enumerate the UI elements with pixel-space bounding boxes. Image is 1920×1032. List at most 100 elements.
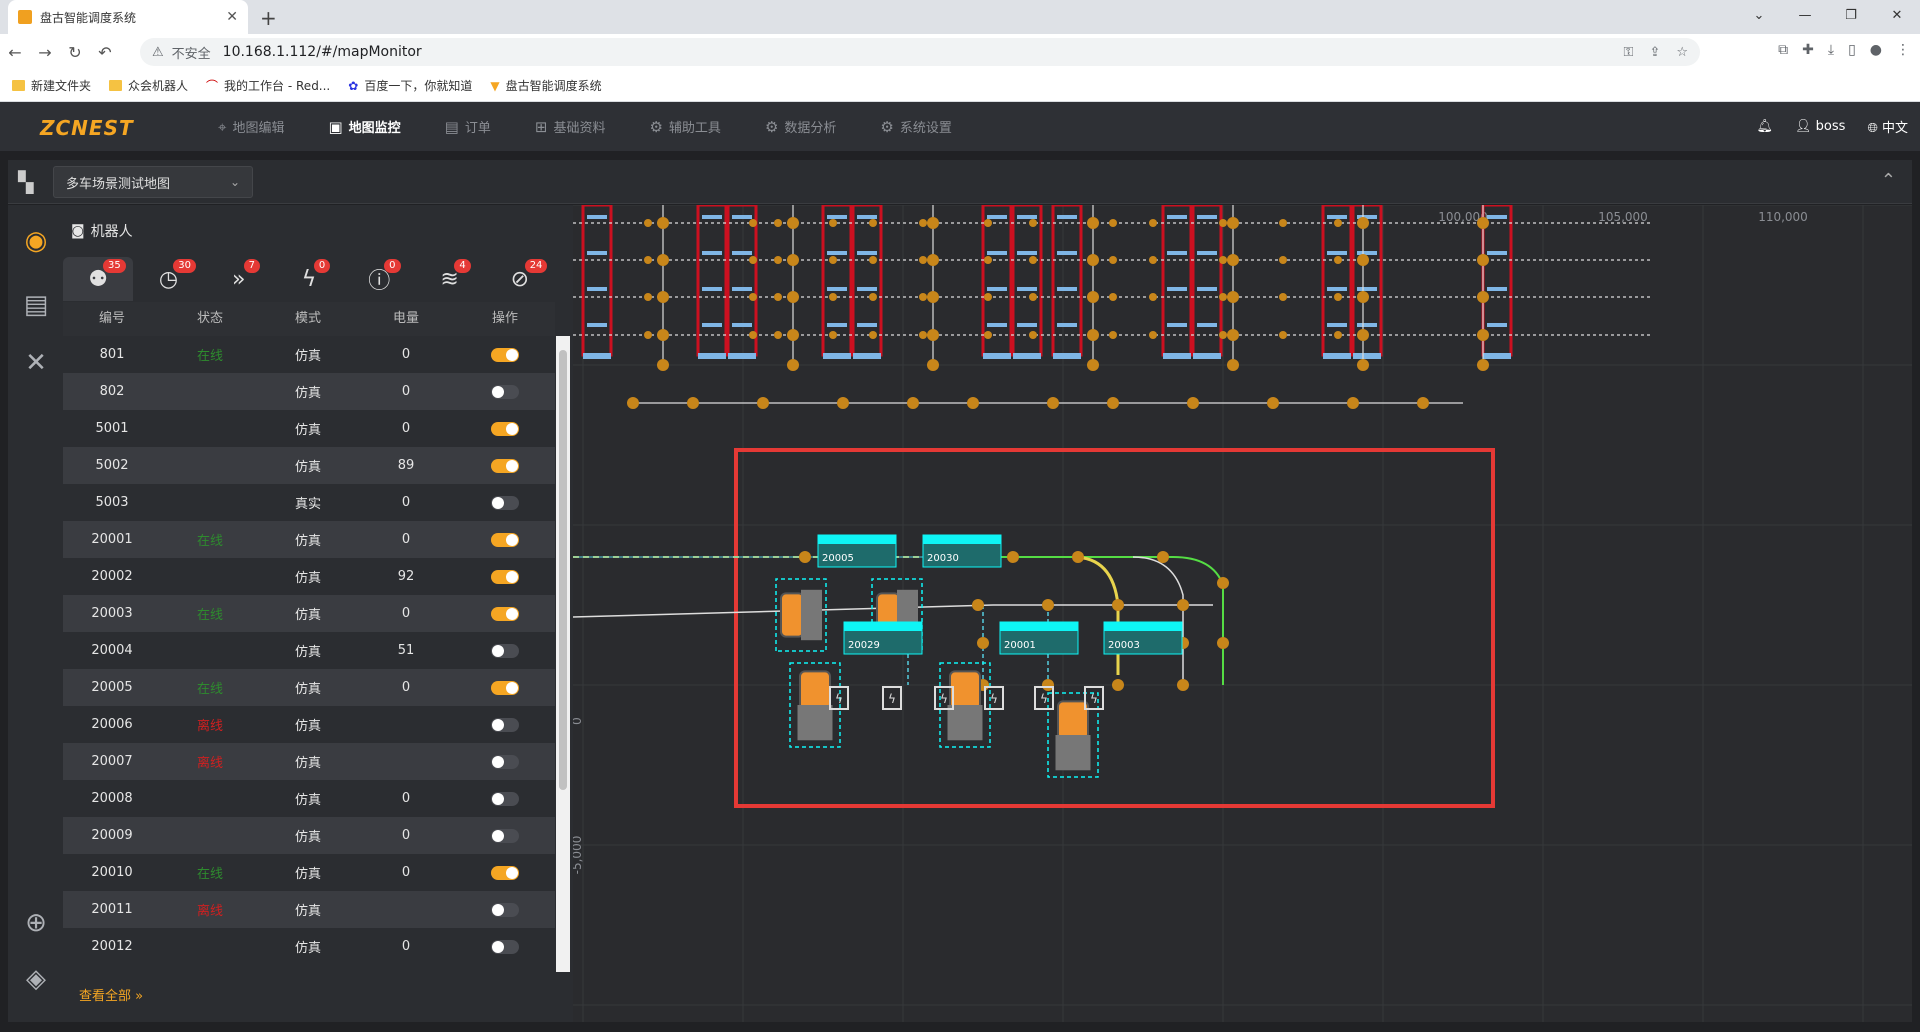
- nav-map-monitor[interactable]: ▣地图监控: [328, 117, 400, 137]
- bookmark-item[interactable]: ⌒我的工作台 - Red...: [206, 77, 330, 94]
- map-svg[interactable]: 100,000105,000110,0000-5,000ϟϟϟϟϟϟ200052…: [573, 205, 1912, 1022]
- enable-toggle[interactable]: [491, 347, 519, 362]
- path-node: [687, 397, 699, 409]
- browser-tab[interactable]: 盘古智能调度系统 ✕: [8, 0, 248, 34]
- view-all-link[interactable]: 查看全部 »: [79, 989, 144, 1004]
- enable-toggle[interactable]: [491, 569, 519, 584]
- enable-toggle[interactable]: [491, 717, 519, 732]
- map-select[interactable]: 多车场景测试地图 ⌄: [53, 166, 253, 198]
- nav-basic-data[interactable]: ⊞基础资料: [535, 117, 606, 137]
- filter-offline[interactable]: ≋4: [414, 257, 484, 301]
- enable-toggle[interactable]: [491, 532, 519, 547]
- nav-orders[interactable]: ▤订单: [445, 117, 491, 137]
- download-icon[interactable]: ⤓: [1827, 42, 1835, 58]
- agv-robot[interactable]: [775, 578, 827, 652]
- user-menu[interactable]: 👤︎ boss: [1795, 119, 1846, 134]
- enable-toggle[interactable]: [491, 458, 519, 473]
- locate-icon[interactable]: ⊕: [25, 908, 47, 938]
- minimize-button[interactable]: —: [1798, 7, 1812, 23]
- enable-toggle[interactable]: [491, 828, 519, 843]
- key-icon[interactable]: ⚿: [1623, 44, 1634, 60]
- close-window-button[interactable]: ✕: [1891, 7, 1903, 23]
- enable-toggle[interactable]: [491, 606, 519, 621]
- gear-icon: ⚙: [649, 117, 663, 136]
- crop-icon[interactable]: ⧉: [1778, 42, 1789, 58]
- bookmark-item[interactable]: 众会机器人: [109, 77, 188, 94]
- language-switch[interactable]: 🌐︎ 中文: [1867, 121, 1908, 136]
- agv-robot[interactable]: [939, 662, 991, 748]
- collapse-icon[interactable]: ⌃: [1880, 170, 1896, 191]
- map-canvas[interactable]: 100,000105,000110,0000-5,000ϟϟϟϟϟϟ200052…: [573, 205, 1912, 1022]
- nav-analytics[interactable]: ⚙数据分析: [765, 117, 837, 137]
- reload-button[interactable]: ↻: [68, 42, 82, 62]
- filter-running[interactable]: »7: [204, 257, 274, 301]
- restore-button[interactable]: ❐: [1845, 7, 1857, 23]
- enable-toggle[interactable]: [491, 421, 519, 436]
- undo-icon[interactable]: ↶: [98, 42, 112, 62]
- bookmark-item[interactable]: 新建文件夹: [12, 77, 91, 94]
- share-icon[interactable]: ⇪: [1649, 44, 1661, 60]
- nav-settings[interactable]: ⚙系统设置: [880, 117, 951, 137]
- enable-toggle[interactable]: [491, 680, 519, 695]
- enable-toggle[interactable]: [491, 384, 519, 399]
- enable-toggle[interactable]: [491, 865, 519, 880]
- tools-icon[interactable]: ✕: [25, 348, 47, 378]
- sidepanel-icon[interactable]: ▯: [1848, 42, 1856, 58]
- url-field[interactable]: ⚠ 不安全 10.168.1.112/#/mapMonitor ⚿ ⇪ ☆: [140, 38, 1700, 66]
- chevron-down-icon[interactable]: ⌄: [1753, 7, 1765, 23]
- path-node: [1109, 256, 1117, 264]
- enable-toggle[interactable]: [491, 495, 519, 510]
- nav-map-edit[interactable]: ⌖地图编辑: [218, 117, 284, 137]
- agv-robot[interactable]: [1047, 692, 1099, 778]
- robot-id: 802: [99, 384, 125, 399]
- enable-toggle[interactable]: [491, 902, 519, 917]
- filter-disabled[interactable]: ⊘24: [485, 257, 555, 301]
- robot-icon[interactable]: ◉: [24, 226, 48, 256]
- layers-icon[interactable]: ◈: [26, 964, 46, 994]
- enable-toggle[interactable]: [491, 754, 519, 769]
- scrollbar-thumb[interactable]: [559, 350, 567, 790]
- tab-close-icon[interactable]: ✕: [226, 9, 238, 25]
- menu-icon[interactable]: ⋮: [1896, 42, 1910, 58]
- profile-icon[interactable]: ●: [1869, 42, 1882, 58]
- bookmark-item[interactable]: ✿百度一下，你就知道: [348, 77, 472, 94]
- robot-status: 离线: [196, 756, 223, 771]
- back-button[interactable]: ←: [8, 42, 22, 62]
- extension-icon[interactable]: ✚: [1802, 42, 1814, 58]
- enable-toggle[interactable]: [491, 939, 519, 954]
- star-icon[interactable]: ☆: [1676, 44, 1688, 60]
- filter-all[interactable]: ⚉35: [63, 257, 134, 301]
- bell-icon[interactable]: 🔔︎: [1756, 119, 1774, 134]
- clipboard-icon[interactable]: ▤: [23, 290, 49, 320]
- agv-robot[interactable]: [789, 662, 841, 748]
- nav-tools[interactable]: ⚙辅助工具: [649, 117, 720, 137]
- nav-label: 数据分析: [784, 121, 837, 136]
- scrollbar[interactable]: [556, 336, 570, 972]
- bookmark-item[interactable]: ▼盘古智能调度系统: [490, 77, 601, 94]
- enable-toggle[interactable]: [491, 643, 519, 658]
- forward-button[interactable]: →: [38, 42, 52, 62]
- robot-id: 20009: [91, 828, 133, 843]
- filter-idle[interactable]: ◷30: [133, 257, 203, 301]
- enable-toggle[interactable]: [491, 791, 519, 806]
- new-tab-button[interactable]: +: [260, 6, 277, 30]
